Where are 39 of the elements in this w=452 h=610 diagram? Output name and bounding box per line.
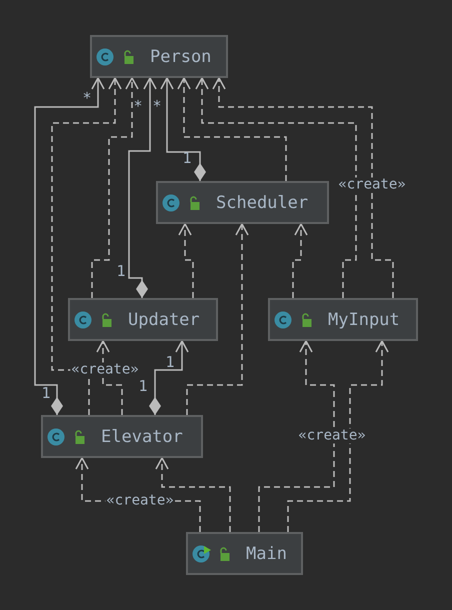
class-box — [90, 35, 228, 78]
class-name: Updater — [128, 310, 200, 330]
dependency-arrow — [96, 340, 123, 415]
class-box — [186, 532, 303, 575]
dependency-arrow — [178, 223, 194, 298]
dependency-arrow — [292, 223, 308, 298]
class-box — [156, 181, 329, 224]
multiplicity-label: * — [152, 98, 162, 114]
dependency-arrow — [91, 77, 139, 298]
class-box — [68, 298, 218, 341]
dependency-arrow — [287, 340, 389, 532]
composition-arrow — [128, 77, 157, 298]
dependency-arrow — [212, 77, 394, 298]
composition-arrow — [34, 77, 105, 415]
class-name: Main — [246, 544, 287, 564]
class-name: MyInput — [328, 310, 400, 330]
composition-arrow — [160, 77, 206, 181]
dependency-arrow — [258, 340, 335, 532]
multiplicity-label: 1 — [182, 150, 192, 166]
class-box — [41, 415, 203, 458]
edge-label: «create» — [337, 178, 407, 192]
edge-label: «create» — [297, 428, 367, 444]
class-name: Elevator — [101, 426, 183, 446]
dependency-arrow — [177, 77, 287, 181]
multiplicity-label: * — [82, 90, 92, 106]
multiplicity-label: 1 — [165, 354, 175, 370]
dependency-arrow — [195, 77, 357, 298]
composition-arrow — [149, 340, 189, 415]
multiplicity-label: * — [133, 98, 143, 114]
class-name: Scheduler — [216, 192, 308, 212]
class-name: Person — [150, 46, 212, 66]
multiplicity-label: 1 — [41, 385, 51, 401]
dependency-arrow — [155, 457, 231, 532]
dependency-arrow — [186, 223, 249, 415]
class-box — [268, 298, 418, 341]
multiplicity-label: 1 — [116, 263, 126, 279]
multiplicity-label: 1 — [138, 378, 148, 394]
dependency-arrow — [51, 77, 122, 415]
edge-label: «create» — [70, 362, 140, 378]
